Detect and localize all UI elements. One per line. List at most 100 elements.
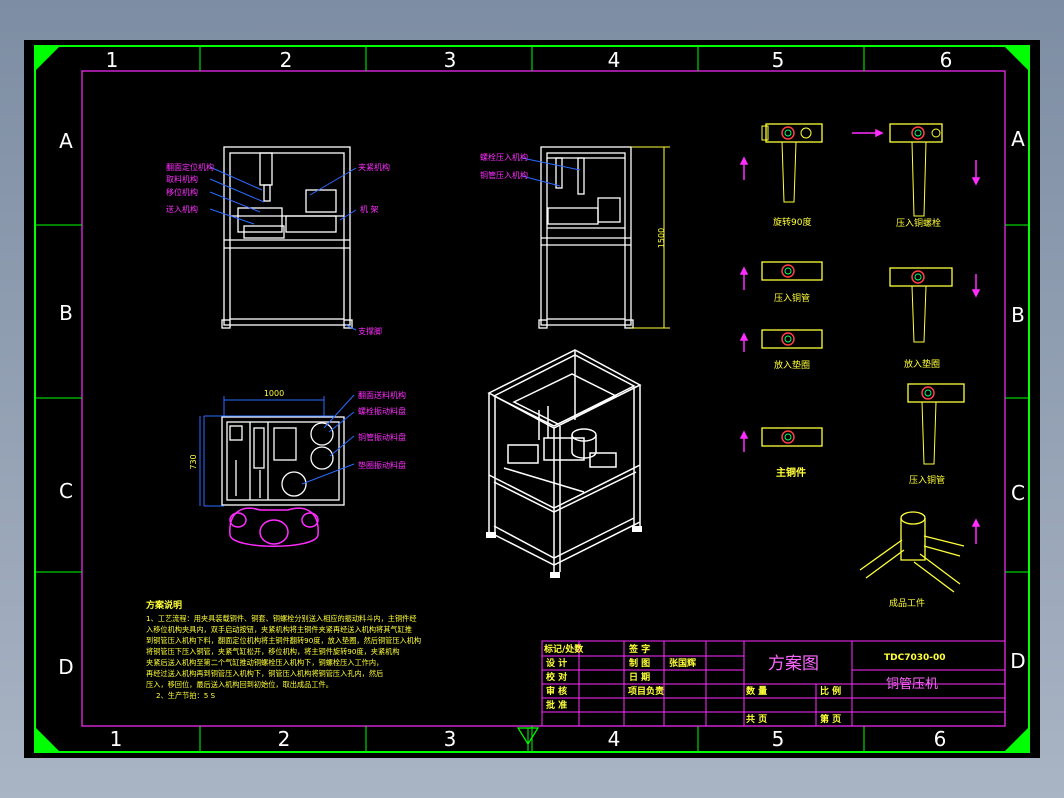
tb-date: 日 期 (629, 671, 650, 683)
zone-labels-right: A B C D (1010, 127, 1025, 673)
zone-right-B: B (1011, 303, 1025, 327)
top-view-dimensions (199, 396, 334, 507)
tb-check: 校 对 (546, 671, 567, 683)
label-washer-bowl: 垫圈振动料盘 (358, 460, 406, 470)
notes-line-7: 压入，移回位，最后送入机构回到初始位，取出成品工件。 (146, 680, 333, 689)
zone-left-A: A (59, 129, 73, 153)
step-rotate: 旋转90度 (773, 216, 811, 228)
tb-approve: 批 准 (546, 699, 567, 711)
zone-top-4: 4 (608, 48, 621, 72)
step-press-pipe-2: 压入铜管 (909, 474, 945, 486)
tb-mark: 标记/处数 (543, 643, 584, 655)
operator-figure (229, 507, 319, 547)
title-block-grid (541, 640, 1006, 727)
zone-right-C: C (1011, 481, 1025, 505)
drawing-canvas: 1 2 3 4 5 6 1 2 3 4 5 6 A B C D A B C D (34, 45, 1030, 753)
corner-mark-tl (35, 46, 60, 71)
part-press-pipe (761, 261, 823, 281)
label-pipe-bowl: 铜管振动料盘 (358, 432, 406, 442)
part-main (761, 427, 823, 447)
zone-top-1: 1 (106, 48, 119, 72)
height-dimension (631, 146, 670, 329)
tb-scheme-label: 方案图 (768, 654, 819, 674)
height-dimension-value: 1500 (657, 228, 666, 248)
zone-right-A: A (1011, 127, 1025, 151)
label-pick-mechanism: 取料机构 (166, 174, 198, 184)
tb-review: 审 核 (546, 685, 567, 697)
tb-qty: 数 量 (746, 685, 767, 697)
step-press-bolt: 压入铜螺栓 (896, 217, 941, 229)
zone-bottom-2: 2 (278, 727, 291, 751)
label-clamp-mechanism: 夹紧机构 (358, 162, 390, 172)
label-pipe-press: 铜管压入机构 (480, 170, 528, 180)
zone-labels-left: A B C D (58, 129, 73, 679)
finished-part (859, 511, 965, 593)
zone-left-D: D (58, 655, 73, 679)
zone-top-5: 5 (772, 48, 785, 72)
side-view-leaders (521, 157, 581, 187)
label-feed-mechanism: 送入机构 (166, 204, 198, 214)
tb-machine-name: 铜管压机 (886, 677, 938, 692)
tb-drawing-no: TDC7030-00 (884, 653, 946, 663)
tb-drawn-by: 张国辉 (669, 657, 696, 669)
top-view-leaders (301, 394, 355, 485)
tb-scale: 比 例 (820, 685, 841, 697)
notes-line-1: 1、工艺流程：用夹具装载铜件、铜套、铜螺栓分别送入相应的振动料斗内，主铜件经 (146, 614, 417, 623)
tb-drawn: 制 图 (629, 657, 650, 669)
zone-left-C: C (59, 479, 73, 503)
title-block-rows: 标记/处数 签 字 设 计 制 图 张国辉 校 对 日 期 审 核 项目负责 批… (543, 643, 946, 725)
label-shift-mechanism: 移位机构 (166, 187, 198, 197)
label-flip-positioning: 翻面定位机构 (166, 162, 214, 172)
part-press-pipe-2 (907, 383, 965, 465)
notes-line-6: 再经过送入机构再到铜管压入机构下，铜管压入机构将铜管压入孔内，然后 (146, 669, 383, 678)
corner-mark-bl (35, 727, 60, 752)
zone-right-D: D (1010, 649, 1025, 673)
front-view-leaders (209, 166, 357, 331)
isometric-feet (486, 526, 642, 578)
label-support-foot: 支撑脚 (358, 326, 382, 336)
notes-line-5: 夹紧后送入机构至第二个气缸推动铜螺栓压入机构下，铜螺栓压入工作内， (146, 658, 383, 667)
notes-line-4: 将铜管压下压入铜管，夹紧气缸松开，移位机构，将主铜件旋转90度，夹紧机构 (146, 647, 400, 656)
tb-sign: 签 字 (628, 643, 650, 655)
notes-line-8: 2、生产节拍：5 S (156, 691, 216, 700)
part-rotate (761, 123, 823, 203)
notes-line-2: 入移位机构夹具内，双手启动按钮，夹紧机构将主铜件夹紧再经送入机构将其气缸推 (146, 625, 412, 634)
part-washer-2 (889, 267, 953, 343)
isometric-view (487, 349, 642, 572)
notes-line-3: 到铜管压入机构下料，翻面定位机构将主铜件翻转90度，放入垫圈，然后铜管压入机构 (146, 636, 421, 645)
step-washer-2: 放入垫圈 (904, 358, 940, 370)
side-view (538, 146, 634, 329)
process-arrows (739, 128, 981, 544)
zone-bottom-6: 6 (934, 727, 947, 751)
step-main-part: 主铜件 (776, 466, 806, 479)
zone-labels-top: 1 2 3 4 5 6 (106, 48, 953, 72)
corner-mark-br (1004, 727, 1029, 752)
tb-design: 设 计 (546, 657, 567, 669)
part-washer-1 (761, 329, 823, 349)
tb-pm: 项目负责 (628, 685, 664, 697)
notes-title: 方案说明 (146, 599, 182, 611)
top-view (221, 416, 345, 506)
zone-dividers (35, 46, 1029, 752)
zone-bottom-1: 1 (110, 727, 123, 751)
corner-mark-tr (1004, 46, 1029, 71)
zone-bottom-4: 4 (608, 727, 621, 751)
zone-bottom-3: 3 (444, 727, 457, 751)
depth-dimension-value: 730 (189, 454, 198, 469)
front-view (221, 146, 353, 329)
tb-total-sheets: 共 页 (746, 713, 767, 725)
width-dimension-value: 1000 (264, 389, 284, 398)
part-press-bolt (889, 123, 943, 217)
zone-top-2: 2 (280, 48, 293, 72)
step-press-pipe: 压入铜管 (774, 292, 810, 304)
zone-top-3: 3 (444, 48, 457, 72)
label-bolt-press: 螺栓压入机构 (480, 152, 528, 162)
label-bolt-bowl: 螺栓振动料盘 (358, 406, 406, 416)
drawing-sheet: 1 2 3 4 5 6 1 2 3 4 5 6 A B C D A B C D (24, 40, 1040, 758)
zone-bottom-5: 5 (772, 727, 785, 751)
label-flip-feed: 翻面送料机构 (358, 390, 406, 400)
step-washer-1: 放入垫圈 (774, 359, 810, 371)
label-frame: 机 架 (360, 204, 379, 214)
step-finished: 成品工件 (889, 597, 925, 609)
zone-left-B: B (59, 301, 73, 325)
